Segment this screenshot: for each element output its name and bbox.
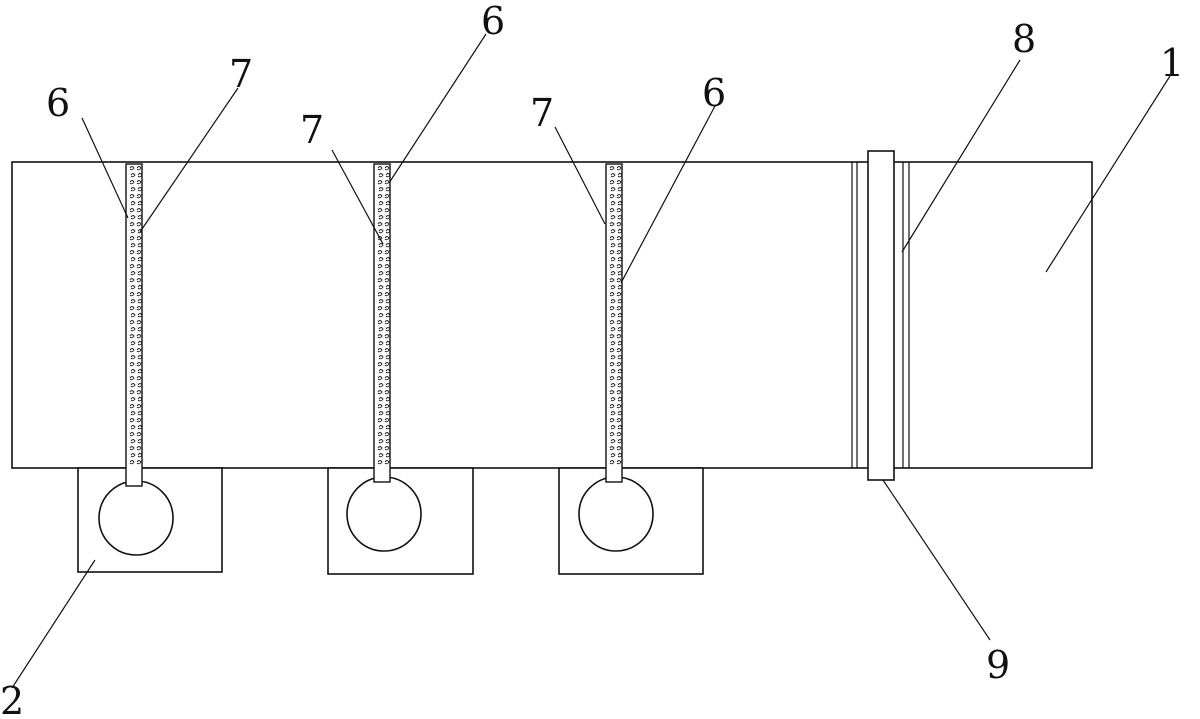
label-7c: 7 (530, 91, 554, 135)
label-6b: 6 (481, 0, 505, 43)
label-6c: 6 (702, 71, 726, 115)
leader-2 (11, 559, 96, 689)
lower-unit-1 (77, 467, 223, 573)
strip-3 (605, 163, 623, 483)
strip-1 (125, 163, 143, 487)
leader-6c (620, 105, 716, 284)
leader-7a (139, 87, 239, 233)
strip-group (125, 163, 623, 487)
strip-2 (373, 163, 391, 483)
leader-lines (11, 33, 1171, 689)
leader-6b (388, 33, 487, 184)
label-7b: 7 (300, 108, 324, 152)
leader-7c (554, 126, 606, 225)
main-body (11, 161, 1093, 469)
leader-7b (331, 149, 384, 245)
label-8: 8 (1012, 17, 1036, 61)
label-1: 1 (1160, 41, 1184, 85)
lower-unit-2 (327, 467, 474, 575)
label-6a: 6 (46, 81, 70, 125)
leader-9 (882, 479, 991, 641)
label-7a: 7 (229, 52, 253, 96)
leader-8 (901, 59, 1021, 253)
label-9: 9 (986, 643, 1010, 687)
leader-1 (1045, 75, 1171, 273)
leader-6a (81, 117, 129, 219)
label-2: 2 (0, 679, 24, 719)
lower-unit-3 (558, 467, 704, 575)
clamp-bar (851, 150, 910, 481)
